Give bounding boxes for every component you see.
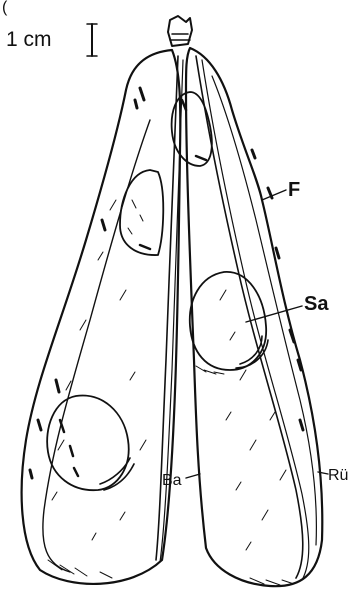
label-Ru: Rü <box>328 467 348 484</box>
label-Ba: Ba <box>162 472 182 489</box>
label-Ba-group: Ba <box>162 472 200 489</box>
scale-bar-label: 1 cm <box>6 28 52 51</box>
leader-Sa <box>246 306 302 322</box>
scale-bar: 1 cm <box>6 24 97 56</box>
label-Sa: Sa <box>304 293 329 315</box>
seed-left-upper <box>120 170 163 255</box>
leader-F <box>262 190 286 200</box>
label-F: F <box>288 179 300 201</box>
label-Ru-group: Rü <box>318 467 348 484</box>
seed-right-top <box>172 92 212 166</box>
leader-Ba <box>186 474 200 478</box>
pod-stalk <box>168 16 192 46</box>
seed-left-lower <box>47 395 134 490</box>
top-parenthesis: ( <box>2 0 8 16</box>
right-pod-valve <box>186 48 322 586</box>
left-pod-valve <box>22 50 183 584</box>
